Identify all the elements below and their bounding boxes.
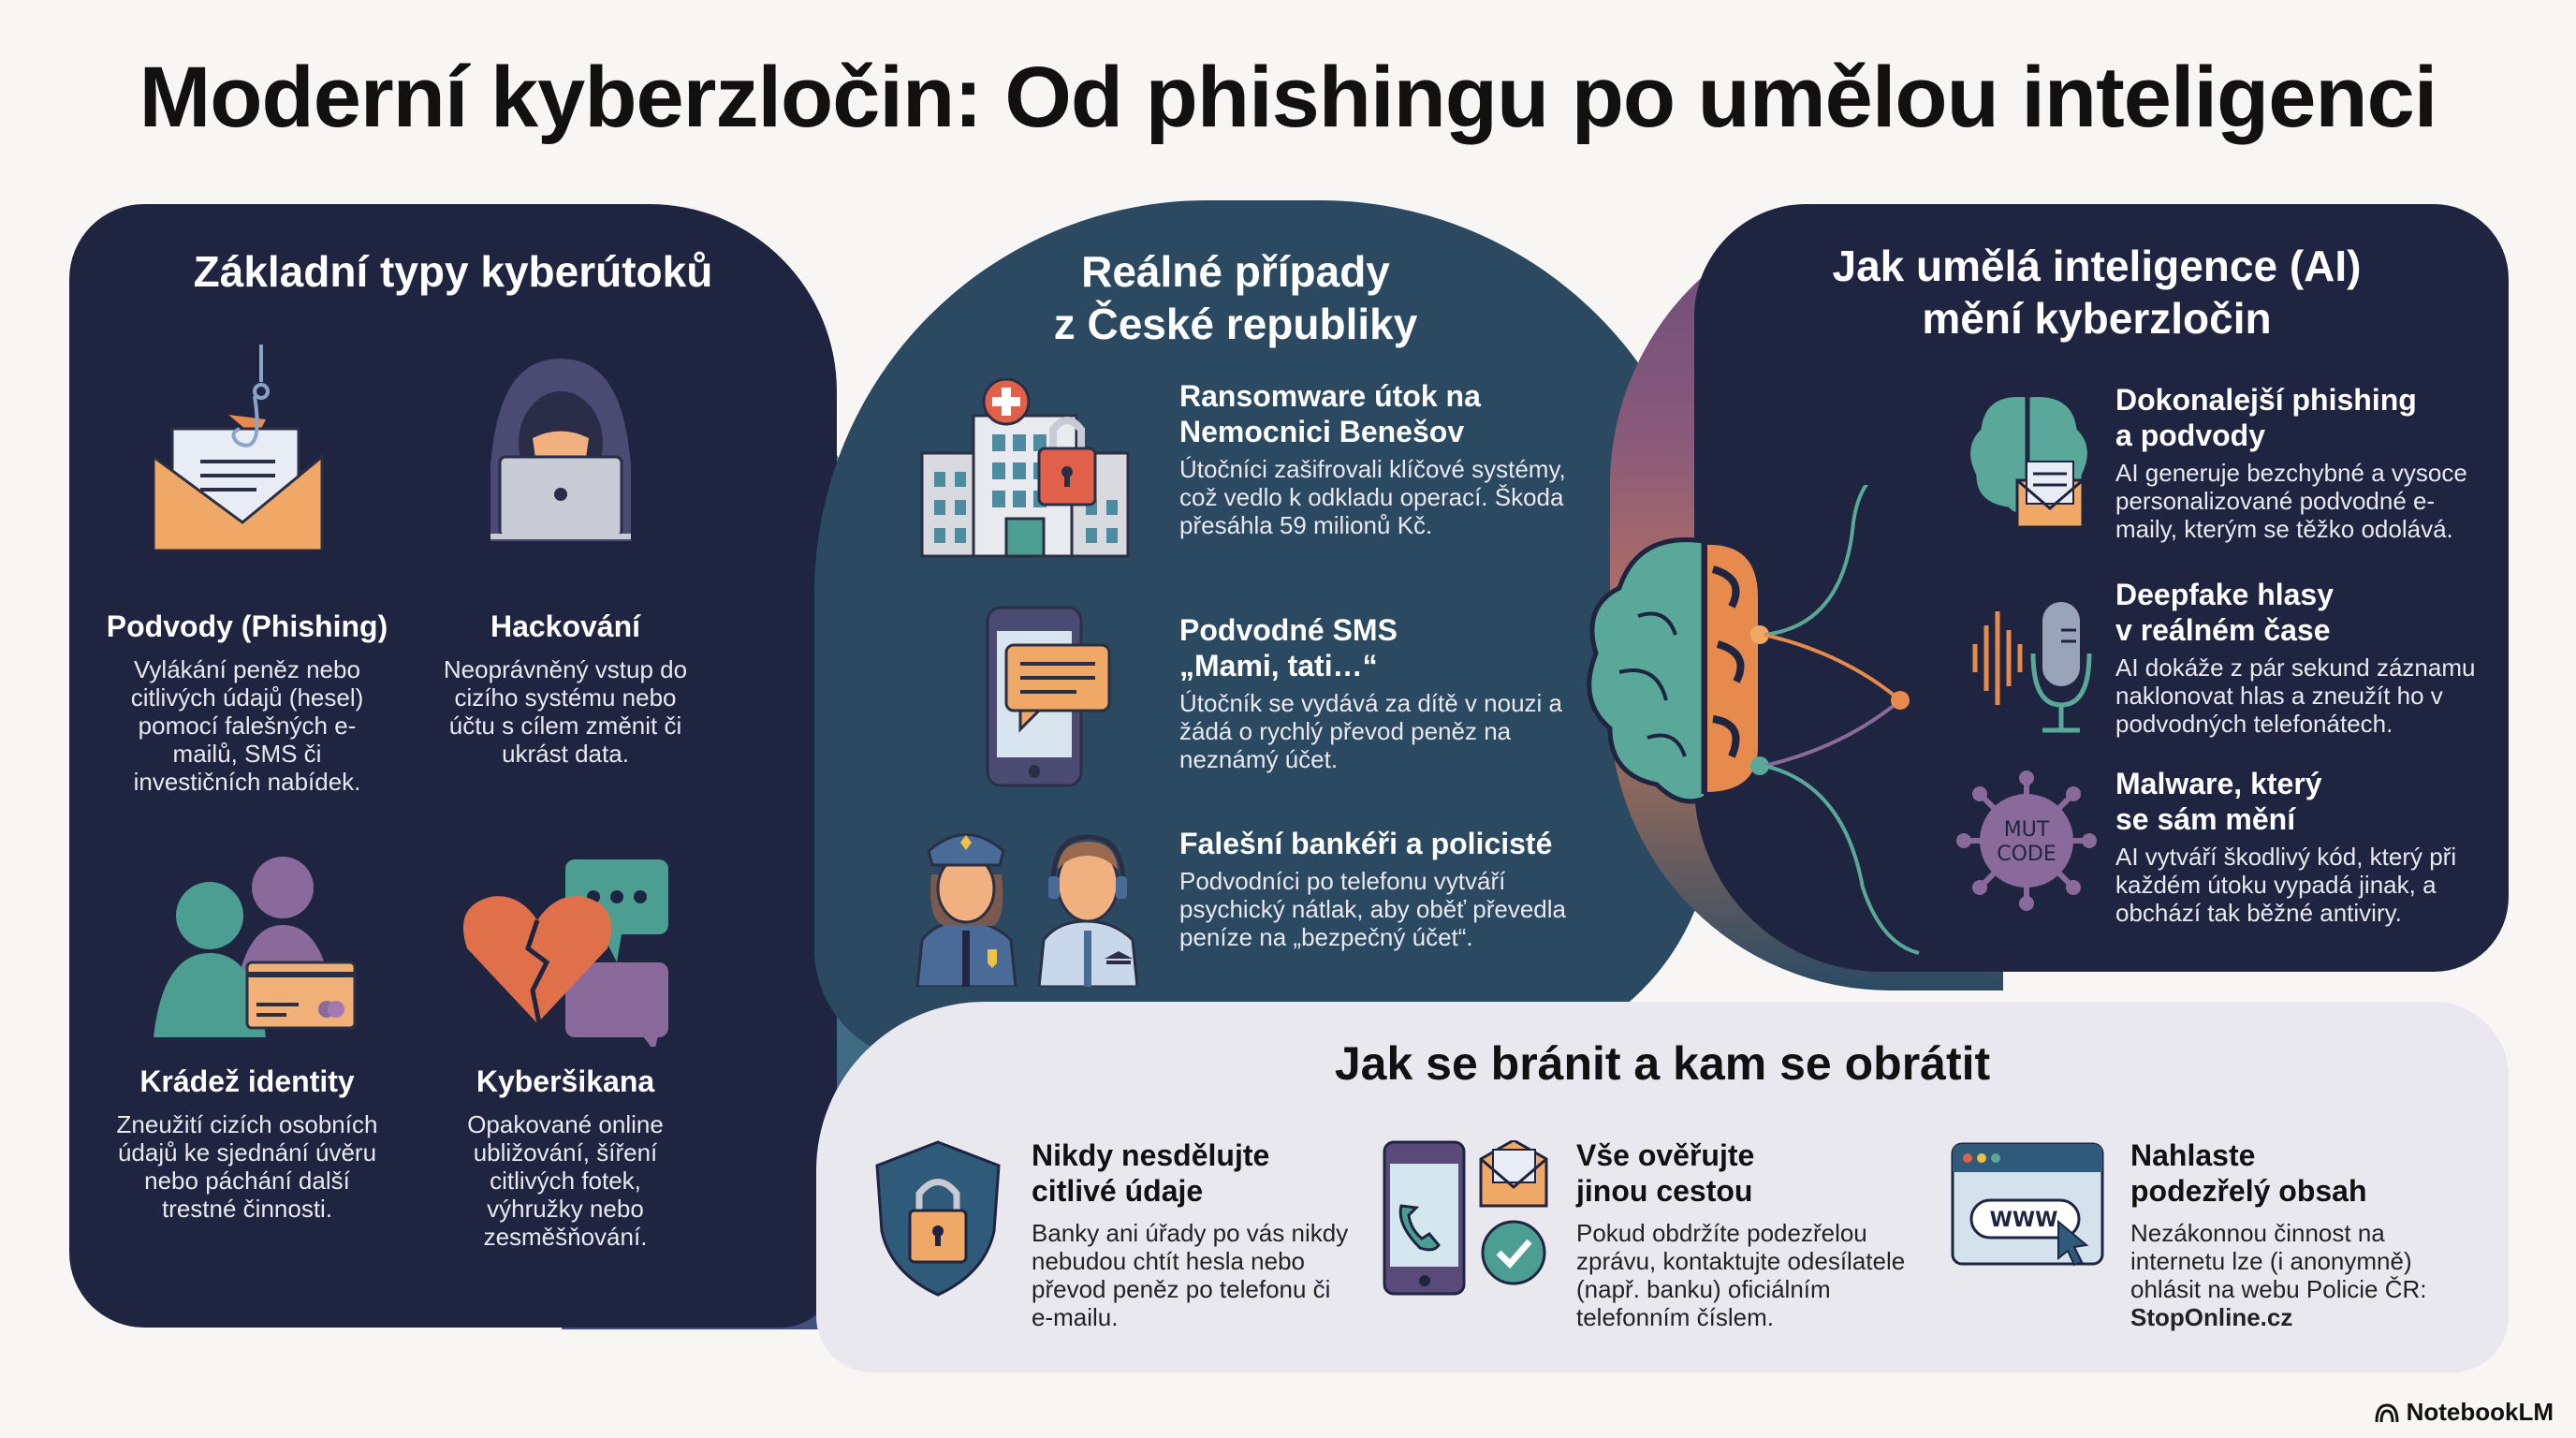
defense-title-line: Nahlaste bbox=[2130, 1138, 2256, 1172]
microphone-waveform-icon bbox=[1966, 597, 2097, 738]
case-title-line: Ransomware útok na bbox=[1179, 379, 1481, 413]
panel-defense-heading: Jak se bránit a kam se obrátit bbox=[1334, 1037, 1991, 1090]
defense-desc-text: Nezákonnou činnost na internetu lze (i a… bbox=[2130, 1219, 2427, 1303]
attack-type-desc: Neoprávněný vstup do cizího systému nebo… bbox=[443, 655, 688, 768]
stoponline-link[interactable]: StopOnline.cz bbox=[2130, 1303, 2293, 1331]
case-desc: Útočník se vydává za dítě v nouzi a žádá… bbox=[1179, 689, 1562, 773]
panel-defense: Jak se bránit a kam se obrátit Nikdy nes… bbox=[816, 1002, 2509, 1372]
case-title-line: Podvodné SMS bbox=[1179, 613, 1398, 647]
attack-type-title: Hackování bbox=[490, 609, 641, 643]
phishing-envelope-hook-icon bbox=[154, 345, 331, 550]
ai-item-title-line: Deepfake hlasy bbox=[2115, 578, 2334, 611]
panel-czech-cases-heading: Reálné případy z České republiky bbox=[814, 245, 1657, 350]
defense-desc: Pokud obdržíte podezřelou zprávu, kontak… bbox=[1576, 1219, 1906, 1331]
defense-title-line: jinou cestou bbox=[1576, 1174, 1753, 1208]
ai-item-title: Dokonalejší phishing a podvody bbox=[2115, 382, 2490, 453]
heading-line: Reálné případy bbox=[1081, 247, 1390, 296]
notebooklm-logo-icon bbox=[2375, 1402, 2399, 1422]
shield-lock-icon bbox=[872, 1137, 1003, 1297]
hospital-lock-icon bbox=[917, 378, 1142, 565]
case-desc: Útočníci zašifrovali klíčové systémy, co… bbox=[1179, 455, 1566, 539]
defense-title: Nahlaste podezřelý obsah bbox=[2130, 1137, 2486, 1209]
defense-title-line: Vše ověřujte bbox=[1576, 1138, 1755, 1172]
panel-ai-crime-heading: Jak umělá inteligence (AI) mění kyberzlo… bbox=[1769, 240, 2424, 345]
ai-item-title-line: Malware, který bbox=[2115, 767, 2322, 800]
brain-envelope-icon bbox=[1966, 382, 2097, 532]
identity-theft-card-icon bbox=[144, 850, 359, 1037]
ai-item-title-line: Dokonalejší phishing bbox=[2115, 383, 2417, 417]
case-title-line: „Mami, tati…“ bbox=[1179, 649, 1378, 682]
mutating-virus-icon: MUT CODE bbox=[1956, 770, 2097, 911]
defense-desc: Banky ani úřady po vás nikdy nebudou cht… bbox=[1032, 1219, 1349, 1331]
panel-attack-types: Základní typy kyberútoků Podvody (Phishi… bbox=[69, 204, 837, 1328]
case-title: Podvodné SMS „Mami, tati…“ bbox=[1179, 612, 1629, 683]
panel-czech-cases: Reálné případy z České republiky bbox=[814, 200, 1713, 1062]
heading-line: Jak umělá inteligence (AI) bbox=[1832, 242, 2362, 290]
attack-type-desc: Opakované online ubližování, šíření citl… bbox=[467, 1110, 664, 1251]
brand-label: NotebookLM bbox=[2406, 1398, 2554, 1426]
attack-type-desc: Zneužití cizích osobních údajů ke sjedná… bbox=[116, 1110, 378, 1223]
notebooklm-brand: NotebookLM bbox=[2375, 1398, 2554, 1427]
attack-type-desc: Vylákání peněz nebo citlivých údajů (hes… bbox=[130, 655, 364, 796]
attack-type-title: Podvody (Phishing) bbox=[106, 609, 388, 643]
heading-line: z České republiky bbox=[1053, 300, 1418, 348]
ai-item-desc: AI vytváří škodlivý kód, který při každé… bbox=[2115, 843, 2457, 927]
defense-title: Nikdy nesdělujte citlivé údaje bbox=[1032, 1137, 1387, 1209]
panel-ai-crime: Jak umělá inteligence (AI) mění kyberzlo… bbox=[1587, 204, 2509, 972]
ai-item-desc: AI dokáže z pár sekund záznamu naklonova… bbox=[2115, 653, 2476, 738]
defense-title-line: Nikdy nesdělujte bbox=[1032, 1138, 1270, 1172]
ai-item-title-line: v reálném čase bbox=[2115, 613, 2331, 647]
ai-item-title-line: se sám mění bbox=[2115, 802, 2296, 836]
browser-www-icon: WWW bbox=[1951, 1142, 2105, 1269]
defense-title-line: citlivé údaje bbox=[1032, 1174, 1204, 1208]
attack-type-title: Krádež identity bbox=[139, 1064, 355, 1098]
phone-envelope-check-icon bbox=[1383, 1140, 1551, 1299]
defense-title: Vše ověřujte jinou cestou bbox=[1576, 1137, 1932, 1209]
hooded-hacker-laptop-icon bbox=[472, 354, 650, 541]
virus-label: CODE bbox=[1997, 843, 2056, 866]
page-title: Moderní kyberzločin: Od phishingu po umě… bbox=[139, 50, 2438, 145]
case-title: Falešní bankéři a policisté bbox=[1179, 827, 1553, 860]
heading-line: mění kyberzločin bbox=[1922, 294, 2272, 343]
ai-item-title-line: a podvody bbox=[2115, 418, 2266, 452]
virus-label: MUT bbox=[2004, 818, 2050, 842]
ai-item-desc: AI generuje bezchybné a vysoce personali… bbox=[2115, 459, 2467, 543]
broken-heart-chat-icon bbox=[462, 859, 668, 1047]
www-label: WWW bbox=[1990, 1209, 2058, 1232]
phone-sms-icon bbox=[983, 603, 1114, 790]
ai-item-title: Deepfake hlasy v reálném čase bbox=[2115, 577, 2490, 648]
case-desc: Podvodníci po telefonu vytváří psychický… bbox=[1179, 867, 1566, 951]
case-title: Ransomware útok na Nemocnici Benešov bbox=[1179, 378, 1629, 449]
ai-item-title: Malware, který se sám mění bbox=[2115, 766, 2490, 837]
panel-attack-types-heading: Základní typy kyberútoků bbox=[193, 247, 713, 296]
defense-desc: Nezákonnou činnost na internetu lze (i a… bbox=[2130, 1219, 2467, 1331]
police-banker-icon bbox=[908, 818, 1151, 987]
defense-title-line: podezřelý obsah bbox=[2130, 1174, 2367, 1208]
attack-type-title: Kyberšikana bbox=[476, 1064, 655, 1098]
case-title-line: Nemocnici Benešov bbox=[1179, 415, 1465, 448]
ai-brain-network-icon bbox=[1582, 485, 1956, 972]
